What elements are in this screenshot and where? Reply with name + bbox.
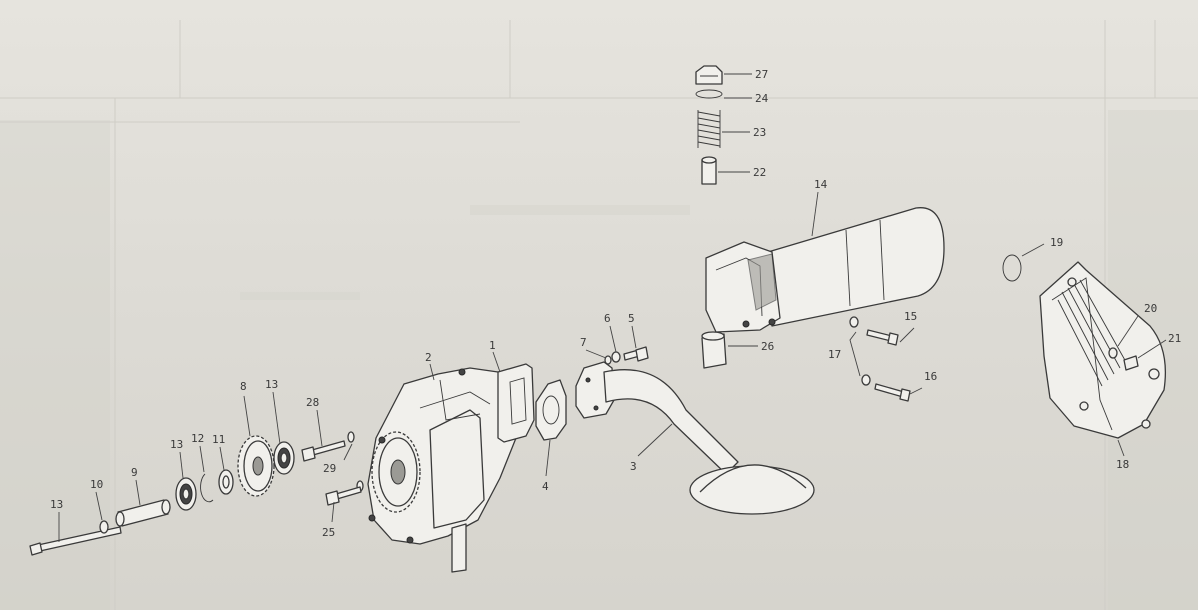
callout-19: 18 bbox=[1116, 458, 1129, 471]
callout-6: 6 bbox=[604, 312, 611, 325]
part-gear-8 bbox=[237, 435, 275, 497]
callout-14: 13 bbox=[50, 498, 63, 511]
part-o-ring-20 bbox=[1002, 254, 1022, 282]
part-o-ring-25 bbox=[695, 89, 723, 99]
callout-30: 29 bbox=[323, 462, 336, 475]
part-bearing-13-left bbox=[175, 477, 197, 511]
callout-8: 8 bbox=[240, 380, 247, 393]
part-bolt-29 bbox=[301, 440, 346, 462]
callout-17: 16 bbox=[924, 370, 937, 383]
callout-18: 17 bbox=[828, 348, 841, 361]
part-bolt-17 bbox=[874, 383, 911, 402]
part-suction-pipe-3 bbox=[575, 361, 815, 515]
callout-4: 4 bbox=[542, 480, 549, 493]
part-washer-21 bbox=[1108, 347, 1118, 359]
callout-9: 9 bbox=[131, 466, 138, 479]
part-washer-7 bbox=[604, 355, 612, 365]
part-bolt-5 bbox=[623, 346, 649, 362]
part-washer-18 bbox=[849, 316, 871, 386]
callout-13-left: 13 bbox=[170, 438, 183, 451]
part-bolt-28 bbox=[325, 486, 362, 506]
callout-3: 3 bbox=[630, 460, 637, 473]
part-snap-ring-12 bbox=[200, 473, 214, 503]
part-gasket-1 bbox=[497, 363, 535, 443]
callout-24: 23 bbox=[753, 126, 766, 139]
callout-2: 2 bbox=[425, 351, 432, 364]
callout-20: 19 bbox=[1050, 236, 1063, 249]
part-valve-23 bbox=[701, 156, 717, 185]
callout-27: 26 bbox=[761, 340, 774, 353]
part-washer-10 bbox=[99, 520, 109, 534]
part-shaft-9 bbox=[115, 499, 171, 527]
callout-29: 28 bbox=[306, 396, 319, 409]
callout-10: 10 bbox=[90, 478, 103, 491]
part-bolt-22 bbox=[1123, 355, 1139, 371]
callout-13-right: 13 bbox=[265, 378, 278, 391]
part-bearing-13-right bbox=[273, 441, 295, 475]
part-plug-26 bbox=[695, 65, 723, 85]
callout-11: 11 bbox=[212, 433, 225, 446]
callout-16: 15 bbox=[904, 310, 917, 323]
background-table-ghost bbox=[0, 20, 1198, 610]
callout-5: 5 bbox=[628, 312, 635, 325]
part-oil-cooler-19 bbox=[1039, 261, 1167, 439]
callout-21: 20 bbox=[1144, 302, 1157, 315]
callout-labels: 13 10 9 13 12 11 8 13 28 29 25 2 1 4 3 7… bbox=[50, 68, 1181, 539]
part-bolt-16 bbox=[866, 329, 899, 346]
callout-15: 14 bbox=[814, 178, 828, 191]
part-spring-24 bbox=[697, 110, 721, 148]
part-gasket-4 bbox=[535, 379, 567, 441]
part-washer-30 bbox=[347, 431, 364, 492]
part-bolt-14 bbox=[29, 526, 122, 556]
callout-12: 12 bbox=[191, 432, 204, 445]
part-oil-filter-15 bbox=[705, 207, 945, 333]
callout-25: 24 bbox=[755, 92, 769, 105]
callout-22: 21 bbox=[1168, 332, 1181, 345]
callout-28-bottom: 25 bbox=[322, 526, 335, 539]
callout-26-top: 27 bbox=[755, 68, 768, 81]
leader-lines bbox=[58, 73, 1167, 542]
callout-7: 7 bbox=[580, 336, 587, 349]
part-fitting-27 bbox=[701, 331, 727, 369]
callout-23: 22 bbox=[753, 166, 766, 179]
part-spacer-11 bbox=[218, 469, 234, 495]
part-washer-6 bbox=[611, 351, 621, 363]
callout-1: 1 bbox=[489, 339, 496, 352]
part-oil-pump-housing-2 bbox=[367, 367, 521, 573]
